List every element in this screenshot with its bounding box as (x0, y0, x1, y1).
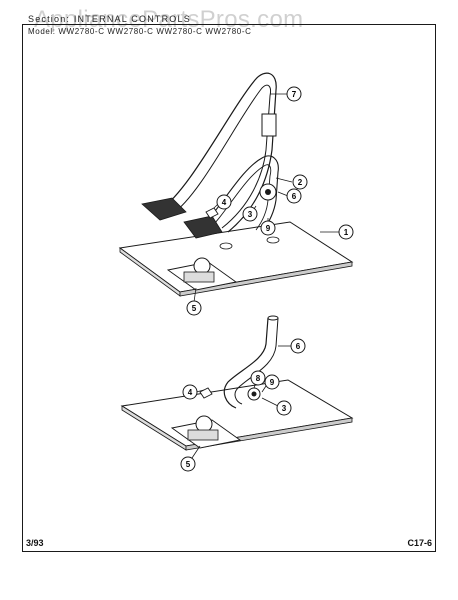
hose-end-left (141, 197, 187, 221)
callout-upper-2: 2 (292, 174, 308, 190)
footer-page-code: C17-6 (407, 538, 432, 548)
lower-hose-inner (234, 317, 279, 405)
upper-hole-left (219, 242, 233, 250)
footer-date: 3/93 (26, 538, 44, 548)
hose-coupling (261, 113, 277, 137)
upper-hose-small (199, 155, 279, 233)
svg-text:4: 4 (222, 198, 227, 207)
lower-hose-top (267, 315, 279, 321)
svg-text:5: 5 (186, 460, 191, 469)
hose-end-right (183, 215, 223, 239)
callout-upper-6: 6 (286, 188, 302, 204)
svg-text:5: 5 (192, 304, 197, 313)
upper-clip (205, 207, 219, 219)
svg-text:3: 3 (248, 210, 253, 219)
callout-upper-5: 5 (186, 300, 202, 316)
callout-upper-3: 3 (242, 206, 258, 222)
lower-leaders (191, 345, 292, 459)
callout-upper-4: 4 (216, 194, 232, 210)
callout-lower-8: 8 (250, 370, 266, 386)
callout-lower-4: 4 (182, 384, 198, 400)
upper-timer-body (183, 271, 215, 283)
svg-text:4: 4 (188, 388, 193, 397)
lower-timer-body (187, 429, 219, 441)
upper-hose-small-inner (207, 164, 272, 231)
upper-panel-edge-front (179, 261, 353, 297)
callout-lower-6: 6 (290, 338, 306, 354)
svg-text:6: 6 (292, 192, 297, 201)
svg-text:8: 8 (256, 374, 261, 383)
svg-text:7: 7 (292, 90, 297, 99)
svg-text:3: 3 (282, 404, 287, 413)
upper-hose-large-inner (171, 84, 271, 229)
callout-upper-9: 9 (260, 220, 276, 236)
callout-lower-5: 5 (180, 456, 196, 472)
callout-upper-7: 7 (286, 86, 302, 102)
lower-switch-core (251, 391, 257, 397)
svg-text:1: 1 (344, 228, 349, 237)
svg-text:6: 6 (296, 342, 301, 351)
svg-text:9: 9 (266, 224, 271, 233)
callout-lower-3: 3 (276, 400, 292, 416)
model-line: Model: WW2780-C WW2780-C WW2780-C WW2780… (28, 27, 252, 36)
diagram-frame (22, 24, 436, 552)
watermark-text: AppliancePartsPros.com (34, 6, 304, 33)
callout-lower-9: 9 (264, 374, 280, 390)
upper-hole-right (266, 236, 280, 244)
callout-upper-1: 1 (338, 224, 354, 240)
section-title: Section: INTERNAL CONTROLS (28, 14, 191, 24)
pressure-switch-core (265, 189, 271, 195)
svg-text:9: 9 (270, 378, 275, 387)
svg-text:2: 2 (298, 178, 303, 187)
lower-hose (223, 317, 269, 409)
